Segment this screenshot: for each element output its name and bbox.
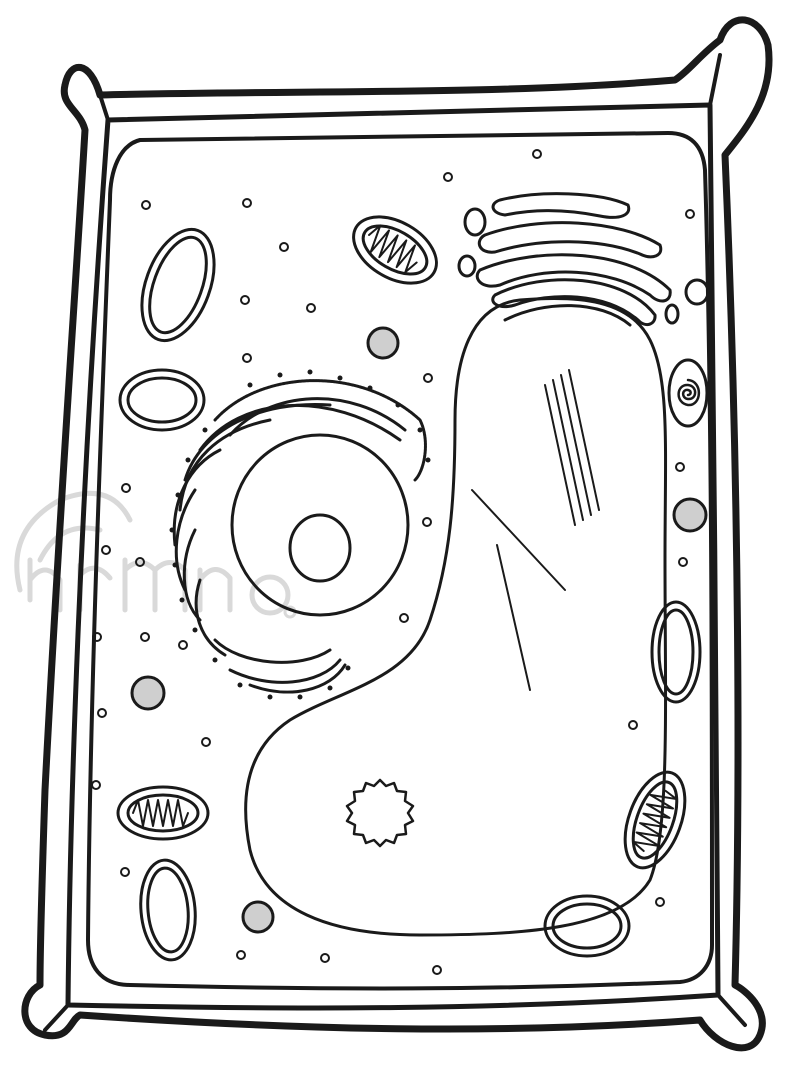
plant-cell-diagram — [0, 0, 791, 1073]
